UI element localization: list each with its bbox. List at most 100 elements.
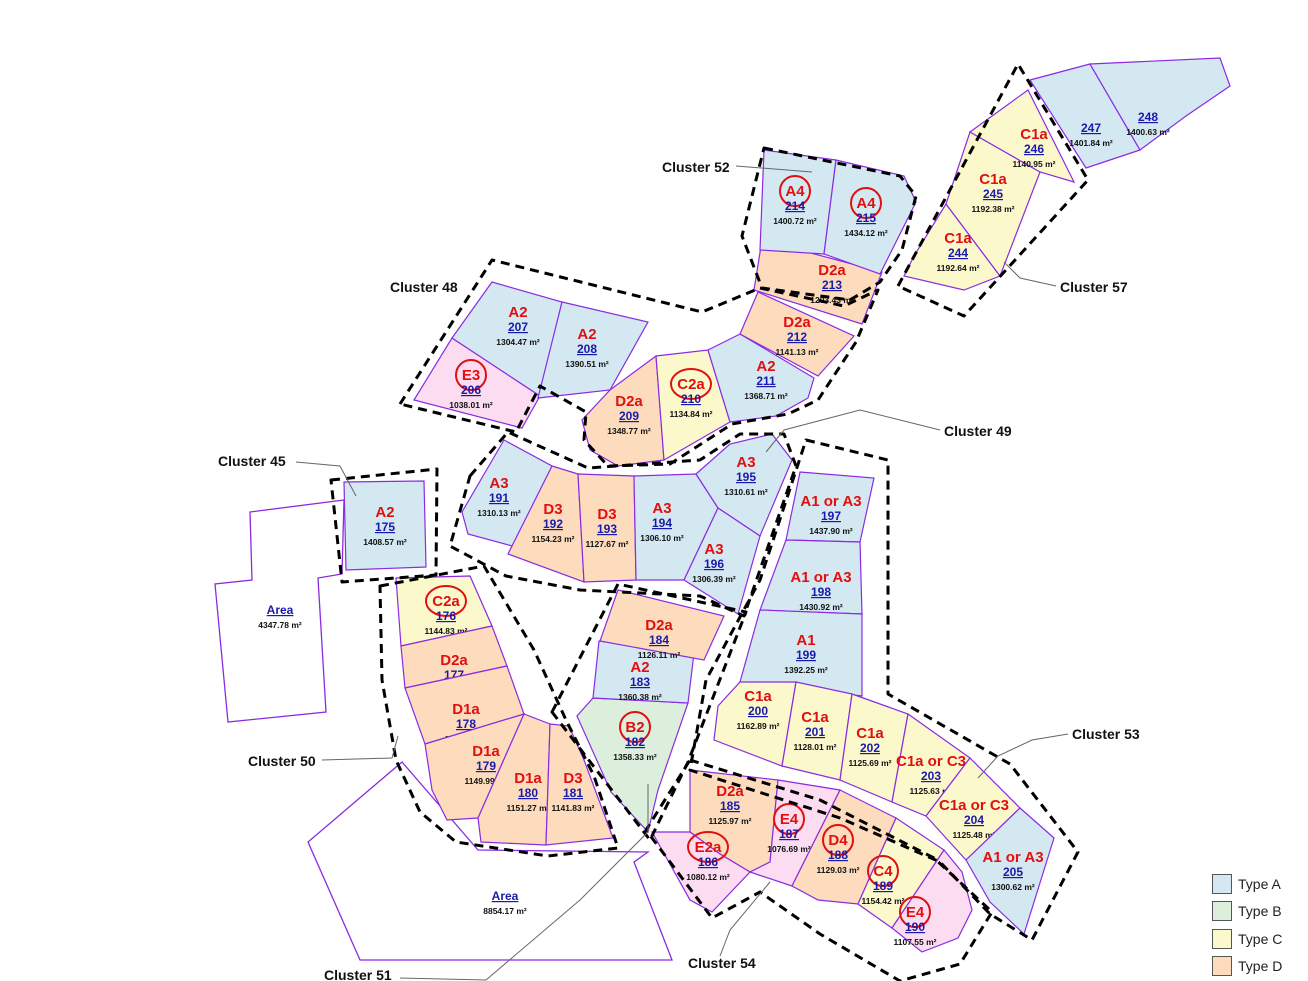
lot-number[interactable]: 178 — [456, 717, 476, 731]
lot-number[interactable]: 187 — [779, 827, 799, 841]
lot-number[interactable]: 213 — [822, 278, 842, 292]
lot-shape — [599, 589, 725, 661]
lot-number[interactable]: 192 — [543, 517, 563, 531]
lot-area: 1430.92 m² — [799, 602, 843, 612]
lot-number[interactable]: 201 — [805, 725, 825, 739]
lot-type-label: A3 — [704, 541, 723, 558]
lot-shape — [713, 681, 797, 767]
lot-number[interactable]: 185 — [720, 799, 740, 813]
circled-type-marker — [670, 368, 712, 400]
lot-number[interactable]: 203 — [921, 769, 941, 783]
lot-number[interactable]: 181 — [563, 786, 583, 800]
lot-number[interactable]: 214 — [785, 199, 805, 213]
lot-number[interactable]: 204 — [964, 813, 984, 827]
lot-number[interactable]: 248 — [1138, 110, 1158, 124]
lot-number[interactable]: 182 — [625, 735, 645, 749]
lot-area: 1437.90 m² — [809, 526, 853, 536]
lot-number[interactable]: 199 — [796, 648, 816, 662]
cluster-leaders — [295, 165, 1069, 981]
lot-type-label: A1 — [796, 632, 815, 649]
lot-area: 1126.11 m² — [638, 650, 681, 660]
lot-shape — [545, 723, 614, 846]
lot-number[interactable]: 215 — [856, 211, 876, 225]
lot-number[interactable]: 183 — [630, 675, 650, 689]
lot-number[interactable]: 206 — [461, 383, 481, 397]
lot-area: 1310.13 m² — [477, 508, 521, 518]
lot-area: 1151.27 m² — [506, 803, 549, 813]
lot-number[interactable]: 189 — [873, 879, 893, 893]
lot-number[interactable]: 208 — [577, 342, 597, 356]
lot-type-label: D1a — [472, 743, 500, 760]
lot-type-label: D2a — [645, 617, 673, 634]
cluster-boundary-c54 — [644, 758, 994, 981]
lot-area: 1128.01 m² — [793, 742, 836, 752]
lot-number[interactable]: 196 — [704, 557, 724, 571]
lot-number[interactable]: 190 — [905, 920, 925, 934]
lot-number[interactable]: 184 — [649, 633, 669, 647]
lot-area: 1134.84 m² — [669, 409, 712, 419]
lot-number[interactable]: 197 — [821, 509, 841, 523]
lot-number[interactable]: 244 — [948, 246, 968, 260]
lot-number[interactable]: 211 — [756, 374, 776, 388]
lot-number[interactable]: 247 — [1081, 121, 1101, 135]
lot-number[interactable]: 193 — [597, 522, 617, 536]
lot-number[interactable]: 179 — [476, 759, 496, 773]
lot-number[interactable]: 191 — [489, 491, 509, 505]
area-shape — [214, 499, 345, 723]
lot-shape — [1088, 57, 1231, 151]
lot-number[interactable]: 186 — [698, 855, 718, 869]
lot-number[interactable]: 188 — [828, 848, 848, 862]
lot-number[interactable]: 200 — [748, 704, 768, 718]
lot-number[interactable]: 195 — [736, 470, 756, 484]
lot-number[interactable]: 246 — [1024, 142, 1044, 156]
area-label[interactable]: Area — [492, 889, 519, 903]
legend-item-type-c: Type C — [1212, 925, 1282, 953]
lot-number[interactable]: 180 — [518, 786, 538, 800]
lot-type-label: D3 — [543, 501, 562, 518]
lot-number[interactable]: 212 — [787, 330, 807, 344]
lot-number[interactable]: 194 — [652, 516, 672, 530]
lot-number[interactable]: 209 — [619, 409, 639, 423]
area-label[interactable]: Area — [267, 603, 294, 617]
lot-number[interactable]: 205 — [1003, 865, 1023, 879]
lot-area: 1141.83 m² — [551, 803, 594, 813]
lot-number[interactable]: 176 — [436, 609, 456, 623]
lot-number[interactable]: 175 — [375, 520, 395, 534]
lot-number[interactable]: 207 — [508, 320, 528, 334]
lot-number[interactable]: 245 — [983, 187, 1003, 201]
lot-number[interactable]: 210 — [681, 392, 701, 406]
lot-shape — [968, 89, 1076, 183]
lot-number[interactable]: 198 — [811, 585, 831, 599]
lot-number[interactable]: 202 — [860, 741, 880, 755]
